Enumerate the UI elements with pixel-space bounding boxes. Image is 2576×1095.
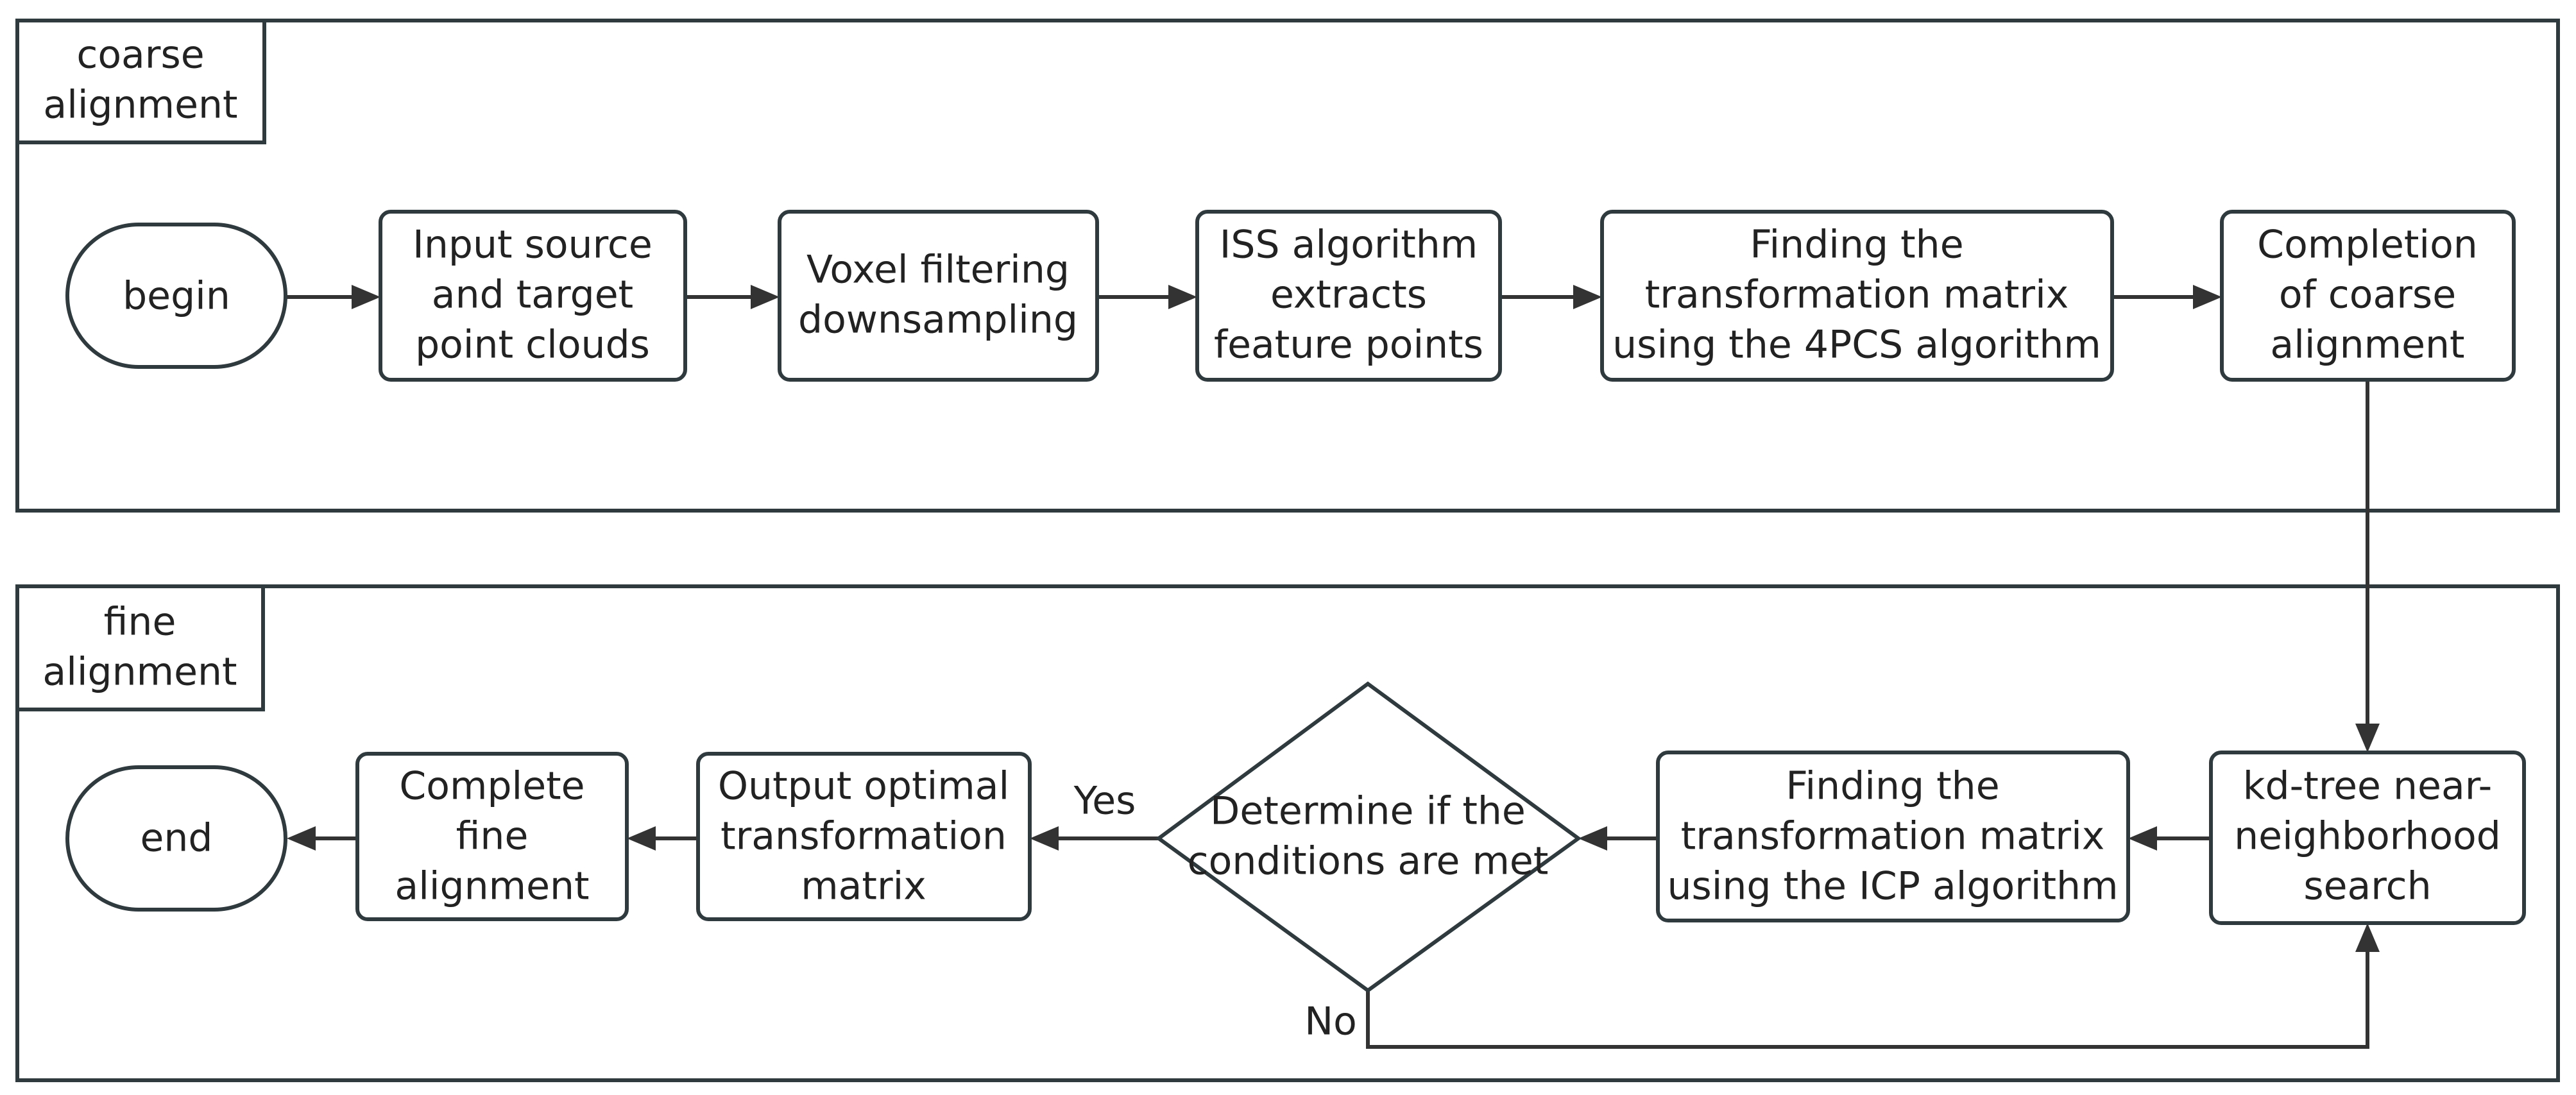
arrowhead-begin-input (352, 285, 380, 309)
label-line: matrix (801, 864, 926, 909)
input-clouds-label: Input source and target point clouds (413, 223, 653, 368)
coarse-completion-label: Completion of coarse alignment (2257, 223, 2478, 368)
4pcs-label: Finding the transformation matrix using th… (1612, 223, 2101, 368)
fine-alignment-tab (15, 584, 265, 711)
output-matrix-step (696, 752, 1032, 921)
conditions-decision (1155, 681, 1582, 993)
label-line: alignment (42, 650, 237, 695)
edges (286, 285, 2380, 1049)
end-label: end (140, 816, 212, 861)
4pcs-step (1600, 210, 2114, 382)
label-line: using the 4PCS algorithm (1612, 323, 2101, 368)
label-line: kd-tree near- (2243, 764, 2492, 809)
end-terminal (65, 765, 287, 912)
label-line: Finding the (1750, 223, 1963, 267)
icp-label: Finding the transformation matrix using th… (1667, 764, 2118, 909)
input-clouds-step (379, 210, 687, 382)
arrowhead-input-voxel (751, 285, 780, 309)
arrowhead-completion-kdtree (2355, 724, 2380, 752)
label-line: Input source (413, 223, 653, 267)
arrowhead-icp-decision (1578, 826, 1607, 851)
voxel-filter-step (778, 210, 1099, 382)
label-line: Complete (399, 764, 584, 809)
arrowhead-kdtree-icp (2128, 826, 2157, 851)
arrowhead-output-complete (627, 826, 656, 851)
label-line: search (2303, 864, 2431, 909)
edge-decision-kdtree-no (1366, 952, 2369, 1049)
label-line: alignment (395, 864, 589, 909)
coarse-completion-step (2220, 210, 2516, 382)
arrowhead-4pcs-completion (2193, 285, 2222, 309)
kdtree-label: kd-tree near-neighborhood search (2234, 764, 2501, 909)
label-line: transformation matrix (1681, 814, 2105, 859)
fine-completion-step (355, 752, 629, 921)
iss-label: ISS algorithm extracts feature points (1214, 223, 1483, 368)
icp-step (1656, 751, 2130, 922)
label-line: neighborhood (2234, 814, 2501, 859)
label-line: using the ICP algorithm (1667, 864, 2118, 909)
label-line: Output optimal (718, 764, 1009, 809)
label-line: Finding the (1786, 764, 1999, 809)
label-line: Voxel filtering (806, 248, 1070, 293)
label-line: of coarse (2279, 273, 2456, 318)
arrowhead-no-loop (2355, 923, 2380, 952)
label-line: fine (104, 600, 176, 645)
label-line: begin (123, 274, 230, 319)
label-line: feature points (1214, 323, 1483, 368)
arrowhead-complete-end (287, 826, 316, 851)
coarse-alignment-section (15, 19, 2560, 513)
arrowhead-voxel-iss (1168, 285, 1197, 309)
label-line: fine (456, 814, 529, 859)
label-line: and target (432, 273, 633, 318)
yes-label: Yes (1073, 779, 1136, 824)
begin-label: begin (123, 274, 230, 319)
kdtree-step (2209, 751, 2526, 925)
arrowhead-decision-output (1030, 826, 1059, 851)
fine-alignment-section (15, 584, 2560, 1082)
label-line: transformation (721, 814, 1007, 859)
label-line: Determine if the (1210, 789, 1526, 834)
output-matrix-label: Output optimal transformation matrix (718, 764, 1009, 909)
label-line: downsampling (798, 298, 1078, 343)
label-line: alignment (43, 83, 237, 128)
label-line: coarse (76, 33, 204, 78)
voxel-filter-label: Voxel filtering downsampling (798, 248, 1078, 343)
no-label: No (1304, 999, 1357, 1044)
label-line: end (140, 816, 212, 861)
conditions-decision-label: Determine if the conditions are met (1188, 789, 1549, 884)
label-line: alignment (2270, 323, 2464, 368)
fine-alignment-label: fine alignment (42, 600, 237, 695)
coarse-alignment-tab (15, 19, 266, 144)
fine-completion-label: Complete fine alignment (395, 764, 589, 909)
iss-step (1195, 210, 1502, 382)
coarse-alignment-label: coarse alignment (43, 33, 237, 128)
label-line: transformation matrix (1645, 273, 2069, 318)
label-line: Completion (2257, 223, 2478, 267)
arrowhead-iss-4pcs (1573, 285, 1602, 309)
label-line: point clouds (415, 323, 650, 368)
begin-terminal (65, 223, 287, 369)
label-line: extracts (1270, 273, 1427, 318)
label-line: ISS algorithm (1220, 223, 1478, 267)
label-line: conditions are met (1188, 839, 1549, 884)
